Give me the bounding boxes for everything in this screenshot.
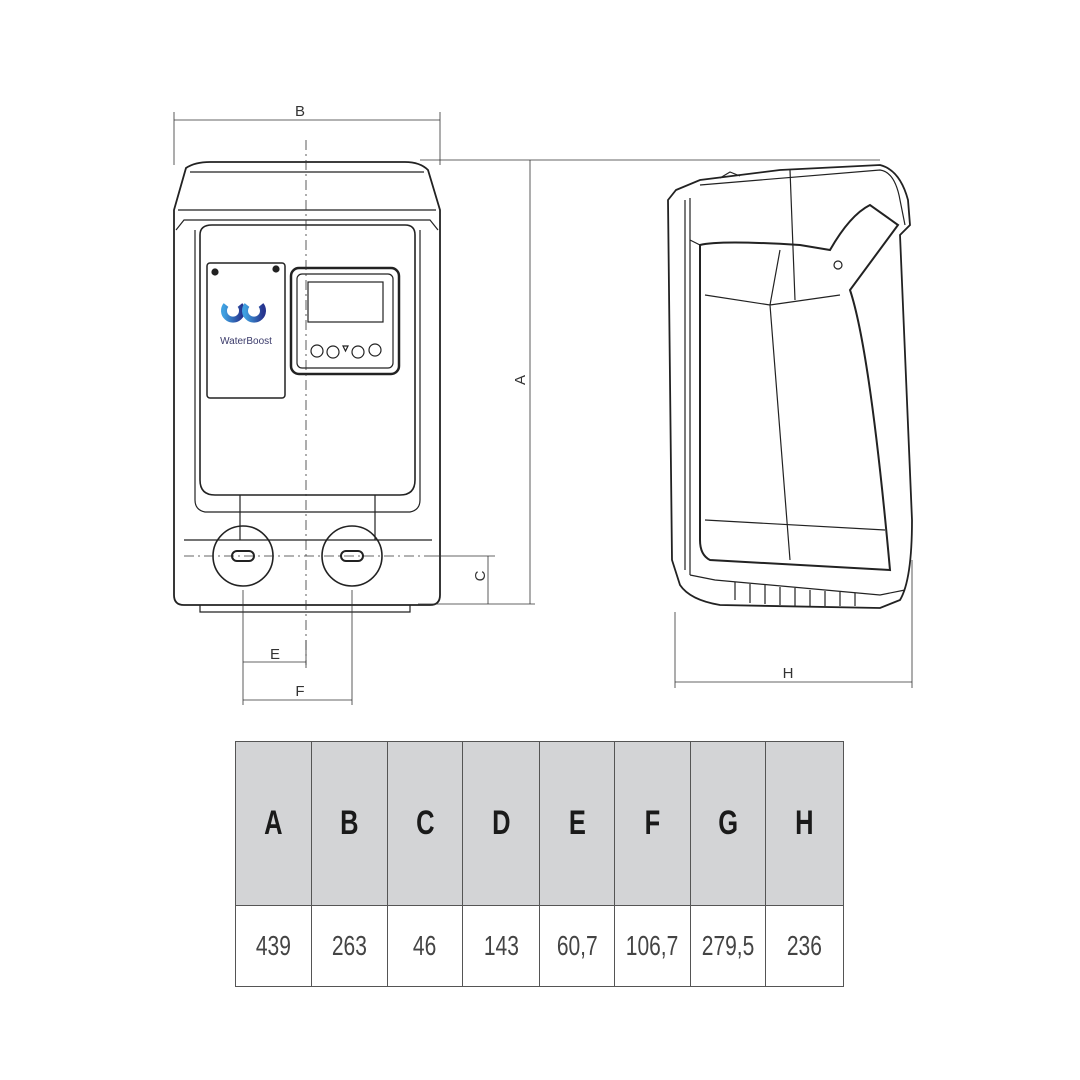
value-cell: 236 (765, 905, 844, 987)
dim-label-c: C (472, 570, 489, 581)
value-h: 236 (786, 930, 823, 961)
header-cell: E (539, 741, 615, 906)
header-f: F (644, 804, 661, 842)
value-cell: 46 (387, 905, 463, 987)
header-cell: G (690, 741, 766, 906)
value-a: 439 (255, 930, 292, 961)
waterboost-logo: WaterBoost (220, 303, 272, 347)
header-a: A (264, 804, 283, 842)
value-g: 279,5 (701, 930, 755, 961)
dim-label-h: H (783, 665, 794, 682)
header-cell: C (387, 741, 463, 906)
value-cell: 263 (311, 905, 388, 987)
table-values-row: 439 263 46 143 60,7 106,7 279,5 236 (235, 905, 844, 987)
centerlines (184, 140, 430, 665)
value-e: 60,7 (556, 930, 598, 961)
value-cell: 143 (462, 905, 540, 987)
value-c: 46 (413, 930, 437, 961)
value-cell: 60,7 (539, 905, 615, 987)
header-cell: H (765, 741, 844, 906)
dim-label-b: B (295, 103, 305, 120)
header-e: E (568, 804, 586, 842)
dimension-table: A B C D E F G H 439 263 46 143 60,7 106,… (235, 741, 844, 987)
logo-text: WaterBoost (220, 336, 272, 347)
value-cell: 279,5 (690, 905, 766, 987)
dim-label-f: F (295, 683, 304, 700)
header-b: B (340, 804, 359, 842)
dim-label-a: A (512, 375, 529, 385)
header-c: C (415, 804, 435, 842)
table-header-row: A B C D E F G H (235, 741, 844, 906)
header-cell: A (235, 741, 312, 906)
dimension-lines (173, 112, 913, 705)
header-cell: B (311, 741, 388, 906)
value-f: 106,7 (626, 930, 679, 961)
header-g: G (718, 804, 738, 842)
header-d: D (491, 804, 511, 842)
header-cell: D (462, 741, 540, 906)
header-h: H (795, 804, 814, 842)
value-cell: 106,7 (614, 905, 691, 987)
value-d: 143 (483, 930, 519, 961)
header-cell: F (614, 741, 691, 906)
dim-label-e: E (270, 646, 280, 663)
front-view (173, 161, 441, 613)
value-b: 263 (331, 930, 368, 961)
value-cell: 439 (235, 905, 312, 987)
side-view (667, 164, 913, 609)
